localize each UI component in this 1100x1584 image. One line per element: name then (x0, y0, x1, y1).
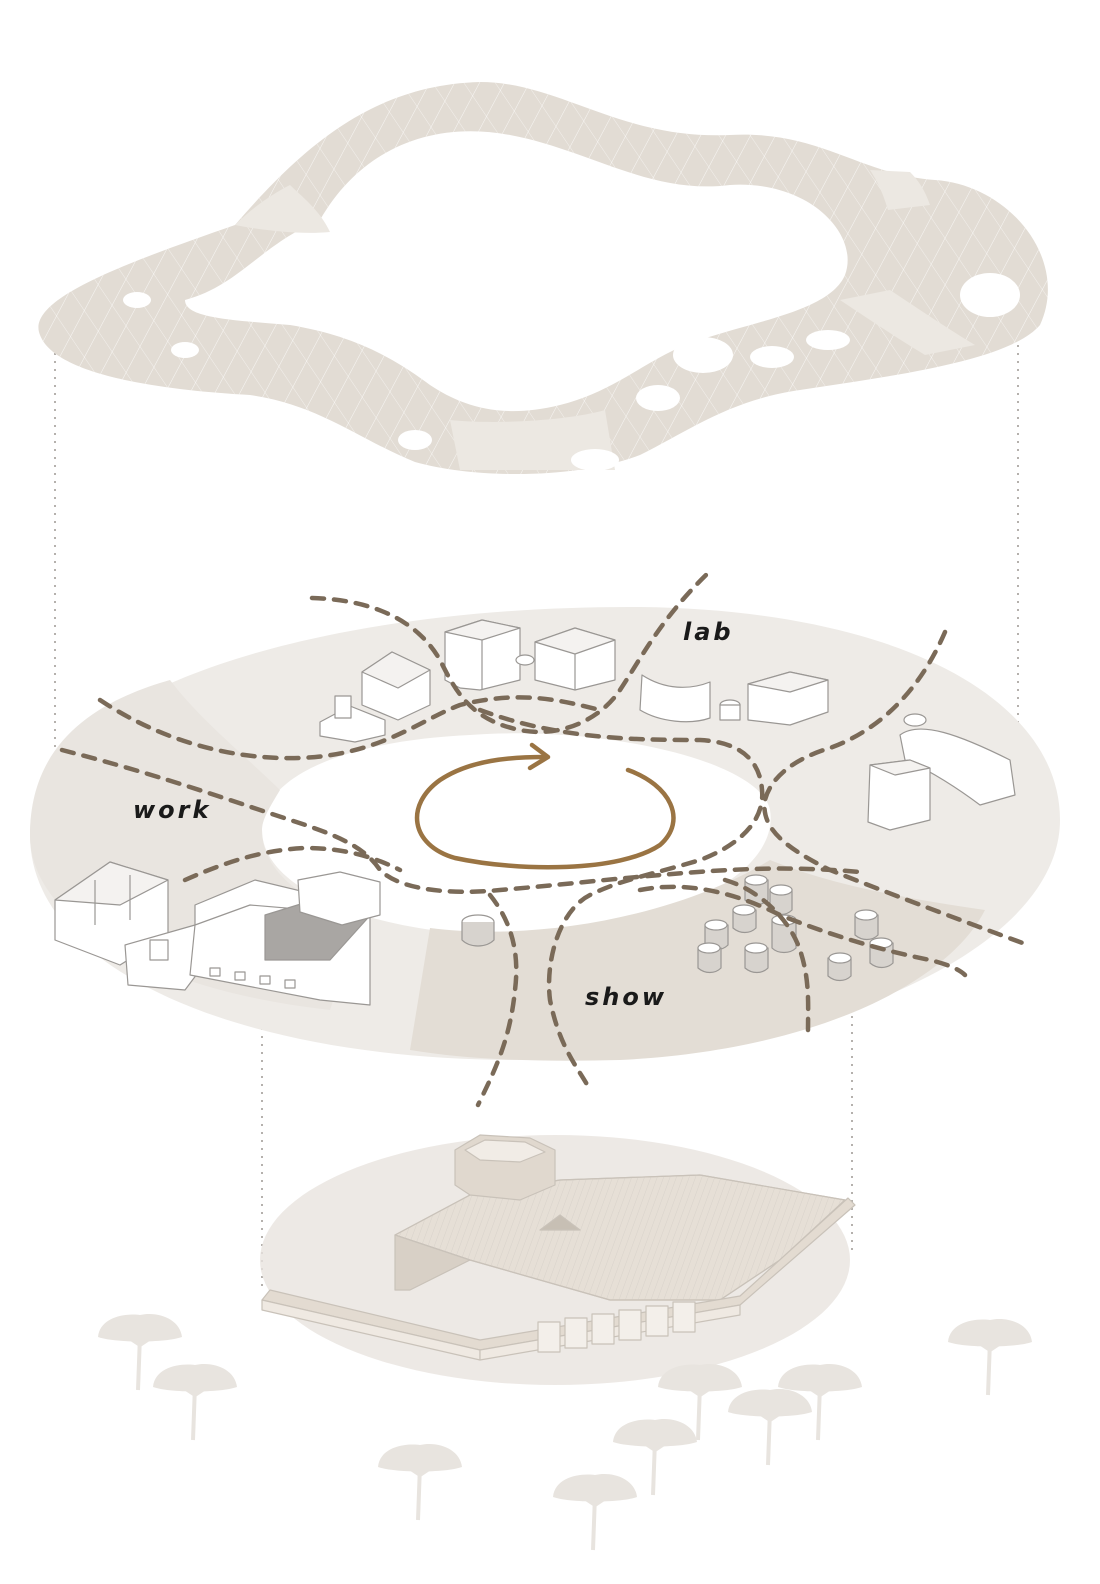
path (637, 884, 968, 978)
path (59, 747, 863, 895)
buildings (54, 619, 1016, 1006)
label-lab: lab (683, 618, 734, 646)
roof-solid-band (840, 290, 975, 355)
acacia-tree-icon (728, 1388, 812, 1466)
path (722, 877, 811, 1033)
skylight (123, 292, 151, 308)
roof-solid-band (870, 170, 930, 210)
pavilion (827, 957, 852, 982)
skylight (398, 430, 432, 450)
acacia-tree-icon (553, 1473, 637, 1551)
pavilion (744, 947, 769, 974)
path (475, 892, 519, 1108)
path (309, 572, 709, 735)
skylight (806, 330, 850, 350)
acacia-tree-icon (613, 1418, 697, 1496)
roof-skylights (123, 273, 1020, 471)
pavilion (732, 909, 757, 934)
building-lab-block-2 (515, 627, 616, 691)
skylight (673, 337, 733, 373)
label-show: show (585, 983, 667, 1011)
circulation-paths (59, 572, 1031, 1108)
acacia-tree-icon (658, 1363, 742, 1441)
building-lab-cottage (319, 651, 431, 743)
skylight (636, 385, 680, 411)
acacia-tree-icon (378, 1443, 462, 1521)
colonnade (537, 1301, 696, 1353)
building-lab-right (867, 713, 1016, 831)
trees (98, 1313, 1032, 1551)
acacia-tree-icon (948, 1318, 1032, 1396)
skylight (171, 342, 199, 358)
roof-solid-band (235, 185, 330, 233)
existing-building (261, 1134, 856, 1361)
path (97, 695, 603, 761)
building-lab-curved (639, 671, 829, 726)
roof-canopy (38, 82, 1048, 475)
pavilion (771, 919, 797, 954)
building-work-complex (54, 861, 381, 1006)
path (762, 629, 1031, 948)
acacia-tree-icon (778, 1363, 862, 1441)
circular-arrow-icon (414, 742, 676, 870)
base-layer (260, 1134, 856, 1385)
acacia-tree-icon (98, 1313, 182, 1391)
pavilion (854, 914, 879, 941)
zone-labels: lab work show (133, 618, 734, 1011)
skylight (960, 273, 1020, 317)
pavilion (697, 947, 722, 974)
vertical-guide-lines (54, 265, 1019, 1290)
label-work: work (133, 796, 211, 824)
acacia-tree-icon (153, 1363, 237, 1441)
show-pavilions (461, 874, 894, 982)
path (477, 707, 765, 1093)
skylight (750, 346, 794, 368)
skylight (571, 449, 619, 471)
building-lab-block-1 (444, 619, 521, 691)
path (182, 845, 403, 883)
